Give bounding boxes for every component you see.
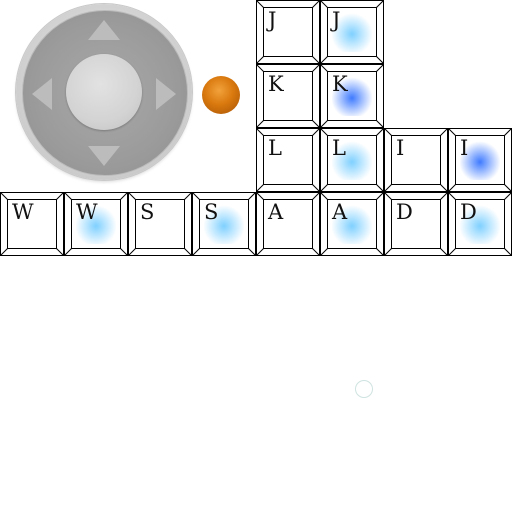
virtual-joystick[interactable] [16,4,192,180]
key-s-right[interactable]: S [192,192,256,256]
key-label: L [268,136,282,160]
key-j-right[interactable]: J [320,0,384,64]
key-d-right[interactable]: D [448,192,512,256]
key-pressed-glow [76,204,116,244]
key-label: J [268,8,277,32]
key-k-left[interactable]: K [256,64,320,128]
key-label: S [204,200,219,224]
key-w-right[interactable]: W [64,192,128,256]
key-pressed-glow [332,12,372,52]
touch-indicator [355,380,373,398]
key-label: D [460,200,477,224]
key-pressed-glow [460,204,500,244]
key-label: K [332,72,348,96]
key-pressed-glow [204,204,244,244]
key-label: L [332,136,346,160]
key-w-left[interactable]: W [0,192,64,256]
up-arrow-icon [88,20,120,40]
key-pressed-glow [332,204,372,244]
key-label: S [140,200,155,224]
key-label: D [396,200,413,224]
joystick-knob[interactable] [66,54,142,130]
key-label: J [332,8,341,32]
key-label: K [268,72,284,96]
key-l-right[interactable]: L [320,128,384,192]
key-k-right[interactable]: K [320,64,384,128]
left-arrow-icon [32,78,52,110]
key-s-left[interactable]: S [128,192,192,256]
key-label: I [460,136,469,160]
key-a-left[interactable]: A [256,192,320,256]
key-pressed-glow [460,140,500,180]
key-a-right[interactable]: A [320,192,384,256]
key-pressed-glow [332,140,372,180]
player-ball [202,76,240,114]
key-l-left[interactable]: L [256,128,320,192]
key-i-left[interactable]: I [384,128,448,192]
key-pressed-glow [332,76,372,116]
key-i-right[interactable]: I [448,128,512,192]
key-label: A [268,200,284,224]
key-label: W [76,200,98,224]
joystick-arrows [32,20,176,166]
right-arrow-icon [156,78,176,110]
key-label: I [396,136,405,160]
down-arrow-icon [88,146,120,166]
key-label: W [12,200,34,224]
key-label: A [332,200,348,224]
key-j-left[interactable]: J [256,0,320,64]
key-d-left[interactable]: D [384,192,448,256]
